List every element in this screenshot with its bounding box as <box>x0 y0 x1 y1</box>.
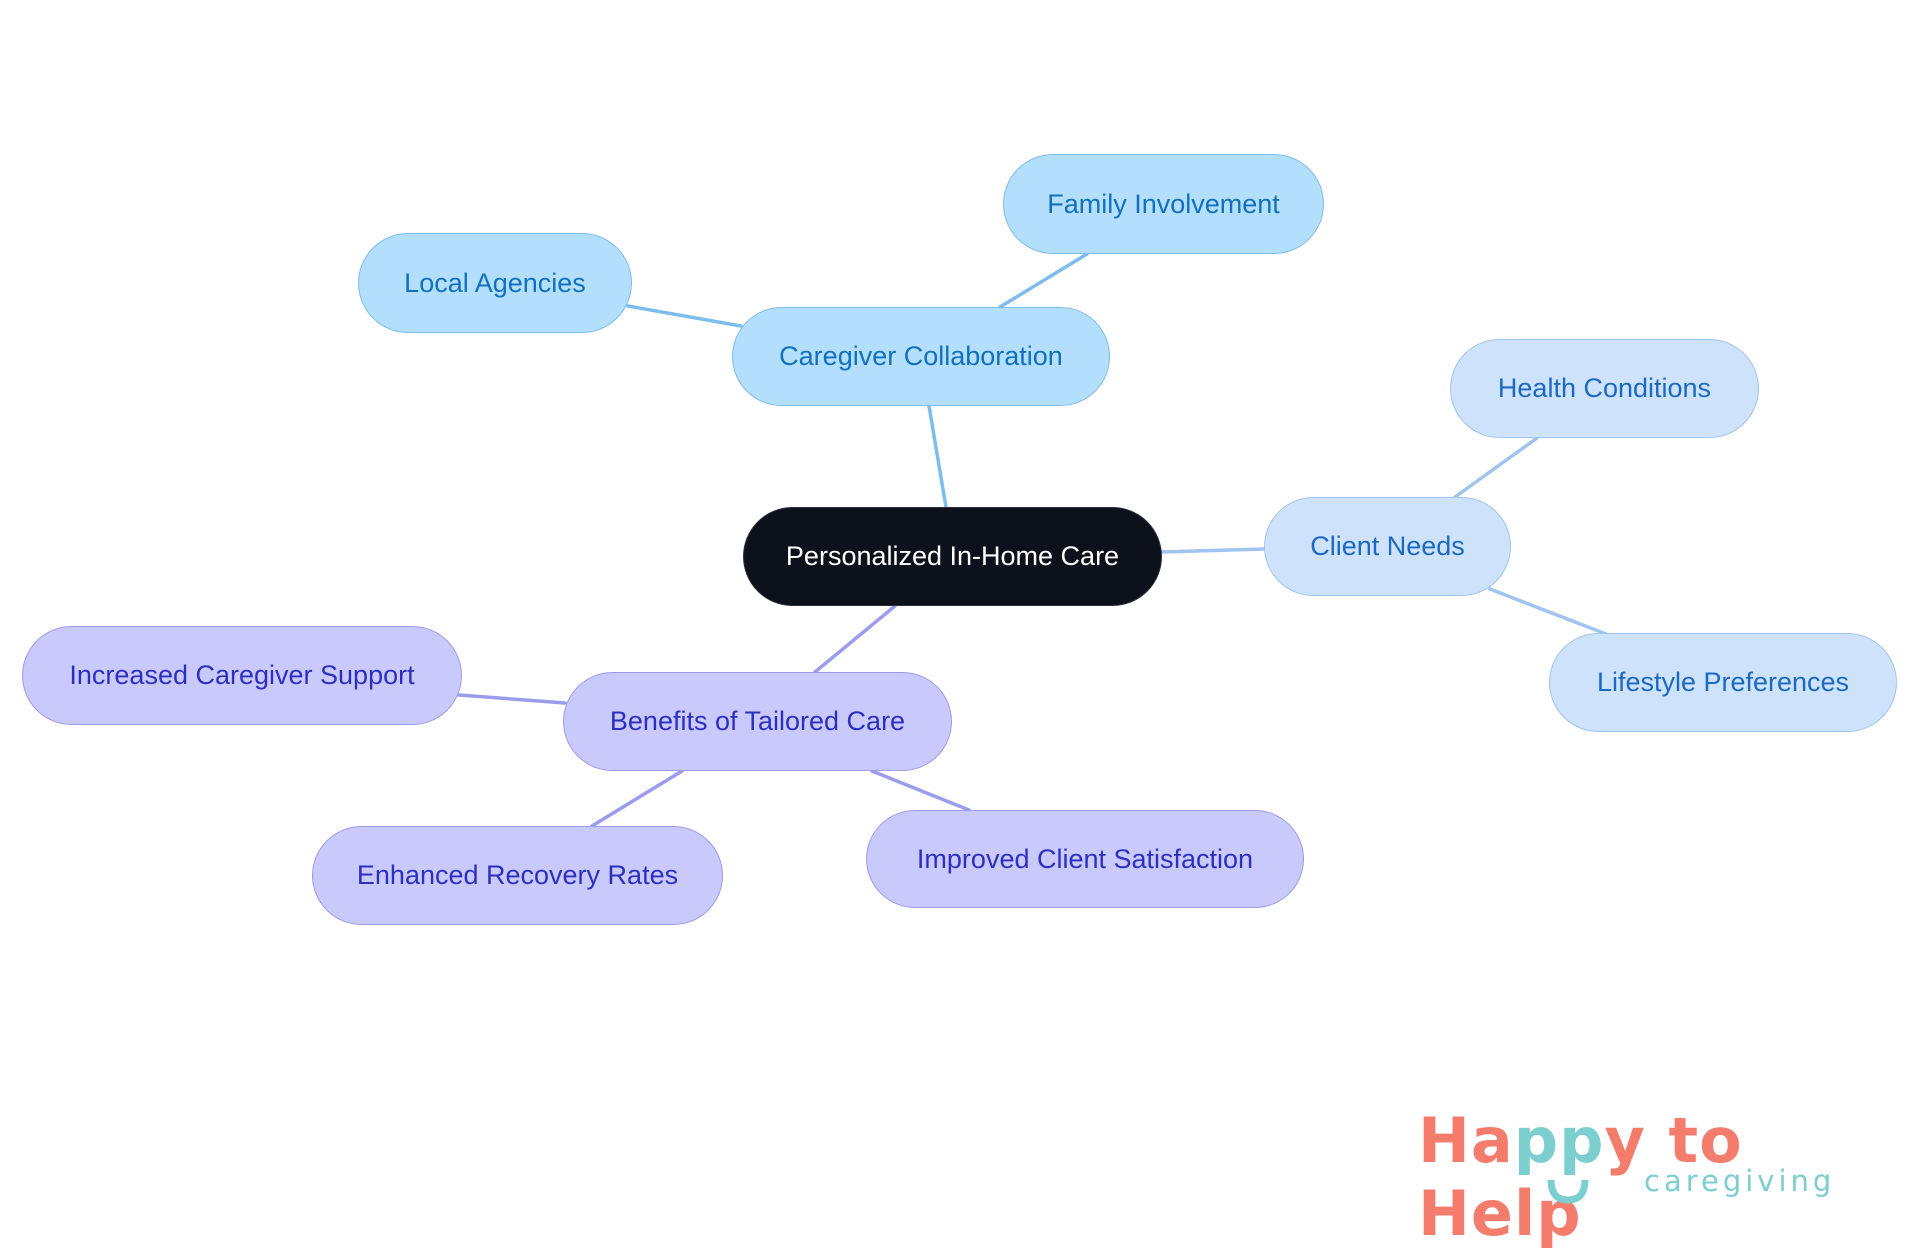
node-client-needs[interactable]: Client Needs <box>1264 497 1511 596</box>
node-label: Family Involvement <box>1047 188 1280 219</box>
edge-root-benefits <box>813 604 897 674</box>
smile-icon <box>1547 1179 1589 1204</box>
brand-logo: Happy to Help caregiving <box>1418 1104 1878 1250</box>
node-health-conditions[interactable]: Health Conditions <box>1450 339 1759 438</box>
node-label: Lifestyle Preferences <box>1596 667 1850 697</box>
edge-benefits-recovery <box>590 769 684 828</box>
edge-client-health <box>1453 436 1539 499</box>
node-label: Local Agencies <box>404 267 586 298</box>
node-label: Caregiver Collaboration <box>779 341 1063 371</box>
node-lifestyle-preferences[interactable]: Lifestyle Preferences <box>1549 633 1897 732</box>
edge-caregiver-local <box>626 304 743 328</box>
root-node[interactable]: Personalized In-Home Care <box>743 507 1162 606</box>
node-label: Health Conditions <box>1497 373 1712 403</box>
node-local-agencies[interactable]: Local Agencies <box>358 233 632 333</box>
edge-caregiver-family <box>998 252 1089 309</box>
edge-root-client-needs <box>1160 547 1266 554</box>
node-benefits-of-tailored-care[interactable]: Benefits of Tailored Care <box>563 672 952 771</box>
node-label: Enhanced Recovery Rates <box>356 860 679 890</box>
node-label: Client Needs <box>1310 531 1465 561</box>
edge-client-lifestyle <box>1488 587 1608 636</box>
node-label: Improved Client Satisfaction <box>916 843 1254 874</box>
node-label: Benefits of Tailored Care <box>609 706 906 736</box>
node-enhanced-recovery-rates[interactable]: Enhanced Recovery Rates <box>312 826 723 925</box>
node-caregiver-collaboration[interactable]: Caregiver Collaboration <box>732 307 1110 406</box>
edge-benefits-satisfaction <box>870 769 971 812</box>
logo-tagline: caregiving <box>1644 1164 1836 1198</box>
node-improved-client-satisfaction[interactable]: Improved Client Satisfaction <box>866 810 1304 908</box>
edge-benefits-support <box>457 693 567 705</box>
edge-root-caregiver-collaboration <box>927 404 948 509</box>
node-label: Increased Caregiver Support <box>69 660 415 690</box>
connector-lines <box>457 252 1608 828</box>
node-family-involvement[interactable]: Family Involvement <box>1003 154 1324 254</box>
root-node-label: Personalized In-Home Care <box>785 541 1120 571</box>
node-increased-caregiver-support[interactable]: Increased Caregiver Support <box>22 626 462 725</box>
